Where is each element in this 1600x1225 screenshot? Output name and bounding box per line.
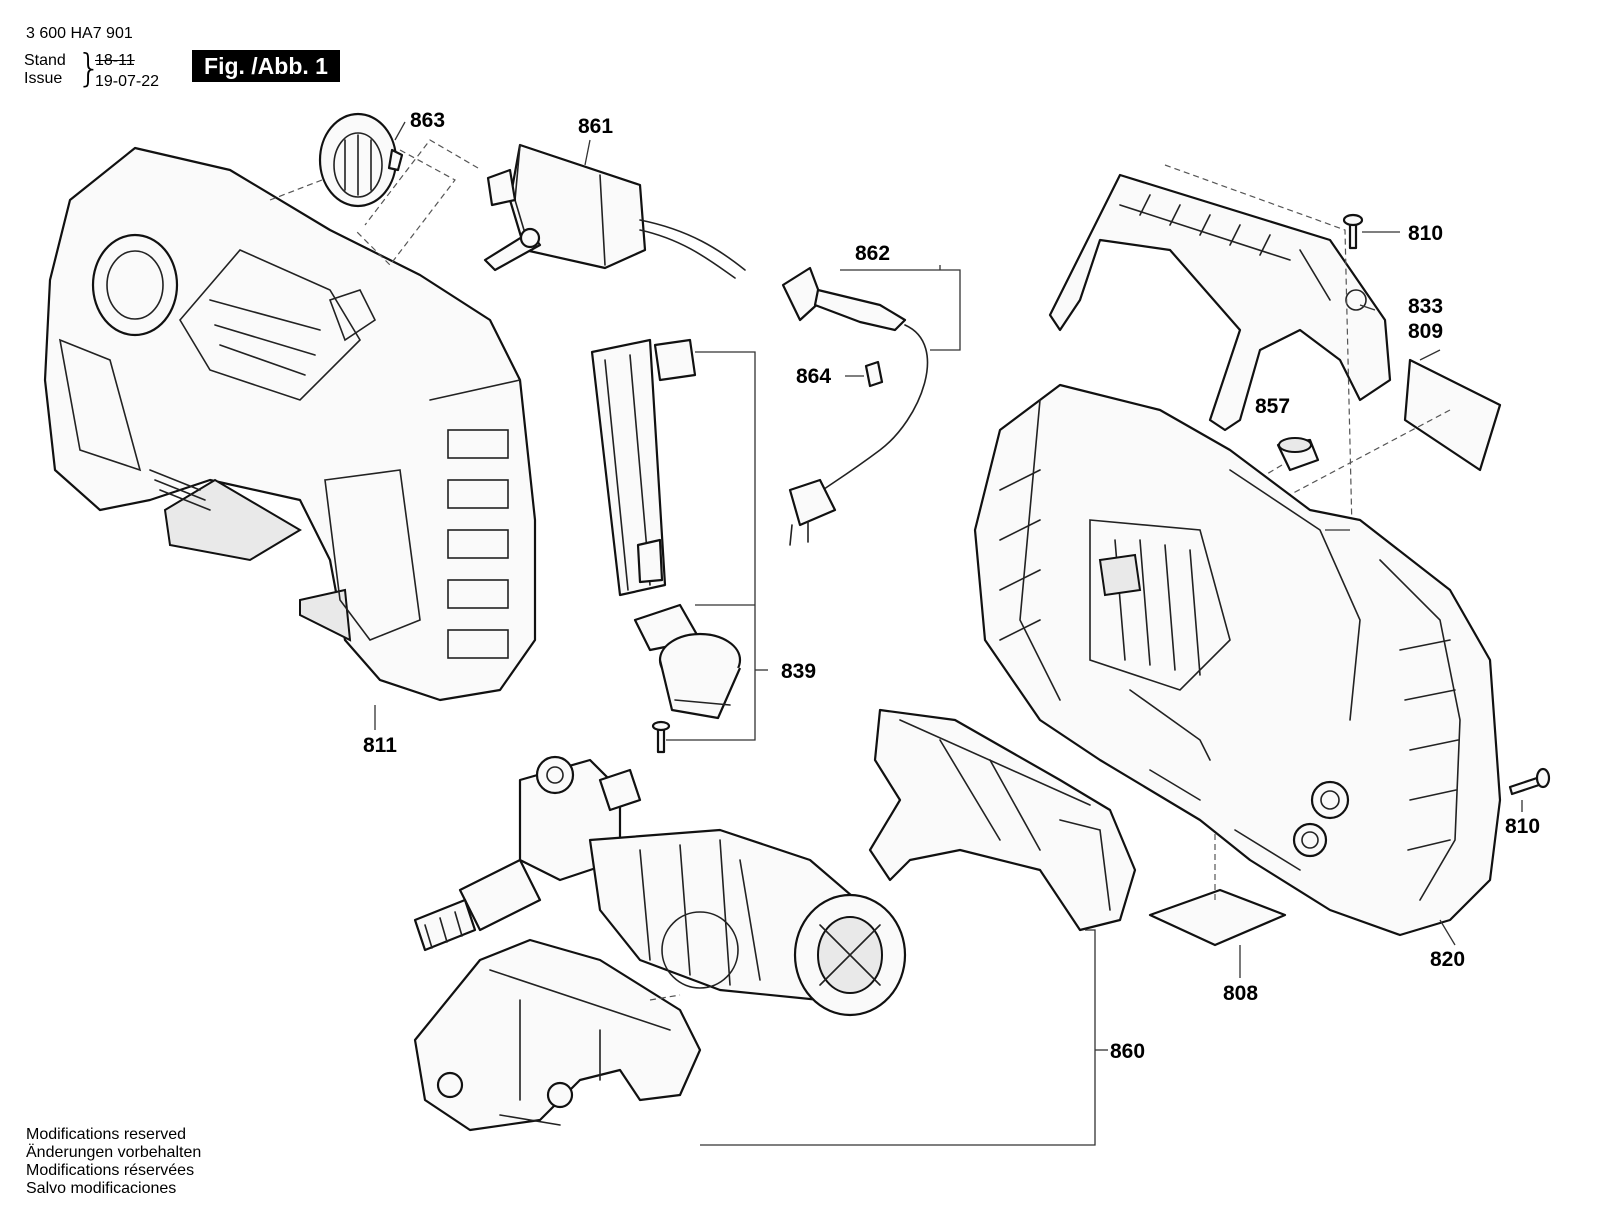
part-860-motor-pump [413, 708, 1137, 1132]
part-820-rear-housing [973, 383, 1502, 937]
label-820: 820 [1430, 948, 1465, 971]
stand-value: 18-11 [95, 52, 135, 69]
note-line: Modifications reserved [26, 1126, 187, 1143]
note-line: Änderungen vorbehalten [26, 1144, 202, 1161]
part-811-front-housing [43, 146, 537, 702]
part-863-knob [318, 112, 404, 208]
part-808-label-sheet [1148, 888, 1287, 947]
label-862: 862 [855, 242, 890, 265]
label-839: 839 [781, 660, 816, 683]
issue-value: 19-07-22 [95, 73, 160, 90]
label-857: 857 [1255, 395, 1290, 418]
figure-title: Fig. /Abb. 1 [192, 50, 340, 82]
part-861-switch [483, 143, 746, 279]
label-809: 809 [1408, 320, 1443, 343]
stand-label: Stand [24, 52, 66, 69]
label-863: 863 [410, 109, 445, 132]
document-number: 3 600 HA7 901 [26, 25, 133, 42]
label-833: 833 [1408, 295, 1443, 318]
label-810-top: 810 [1408, 222, 1443, 245]
part-810-screw-top [1342, 213, 1364, 250]
part-857-cap [1276, 437, 1320, 472]
part-809-label-sheet [1403, 358, 1502, 472]
note-line: Salvo modificaciones [26, 1180, 177, 1197]
label-808: 808 [1223, 982, 1258, 1005]
note-line: Modifications réservées [26, 1162, 195, 1179]
part-864-clip [864, 360, 884, 388]
part-833-top-frame [1048, 173, 1392, 432]
modification-notes: Modifications reserved Änderungen vorbeh… [26, 1126, 201, 1198]
label-864: 864 [796, 365, 831, 388]
label-810-bottom: 810 [1505, 815, 1540, 838]
part-839-handle-set [590, 338, 742, 754]
part-862-cable [781, 266, 929, 546]
label-860: 860 [1110, 1040, 1145, 1063]
part-810-screw-bottom [1508, 767, 1551, 796]
label-811: 811 [363, 734, 397, 757]
brace-symbol: } [77, 46, 102, 90]
issue-label: Issue [24, 70, 63, 87]
label-861: 861 [578, 115, 613, 138]
